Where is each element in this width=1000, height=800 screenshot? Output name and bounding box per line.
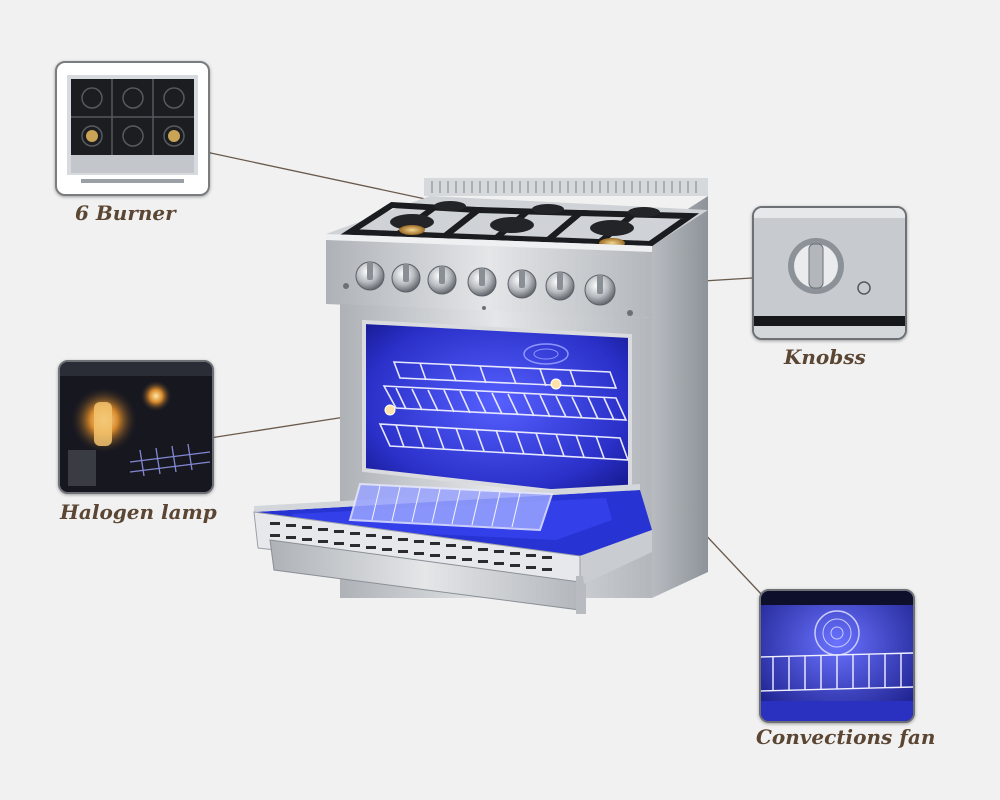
oven-racks <box>378 361 630 461</box>
lamp-label: Halogen lamp <box>60 500 217 524</box>
burner-thumbnail <box>55 61 210 196</box>
burner-grate-icon <box>67 75 198 183</box>
halogen-lamp-icon <box>60 362 212 492</box>
leader-line-burner <box>205 151 431 201</box>
fan-thumbnail <box>759 589 915 723</box>
control-knob-icon <box>754 208 905 338</box>
knob-thumbnail <box>752 206 907 340</box>
fan-label: Convections fan <box>756 725 936 749</box>
control-knobs <box>355 261 616 306</box>
burner-label: 6 Burner <box>75 201 176 225</box>
knobs-label: Knobss <box>784 345 866 369</box>
lamp-thumbnail <box>58 360 214 494</box>
convection-fan-icon <box>761 591 913 721</box>
